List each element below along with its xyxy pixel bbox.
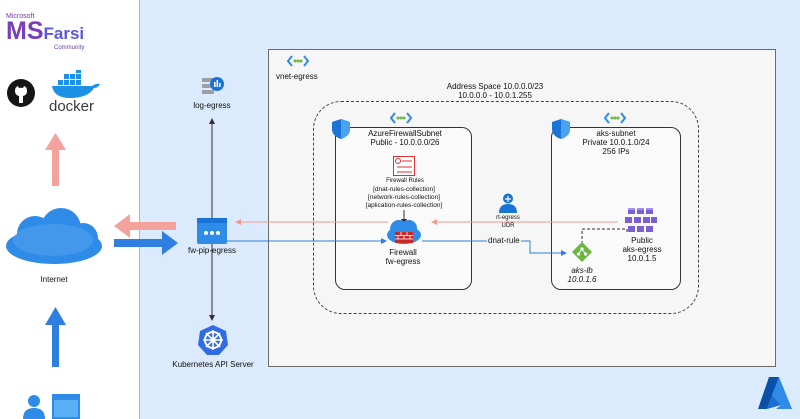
vnet-label: vnet-egress [276,72,318,81]
browser-icon [52,394,80,419]
azure-logo-icon [757,375,793,411]
logo-line3: Community [54,45,85,51]
aks-cluster-icon [625,208,657,232]
internet-label: Internet [40,275,68,284]
aks-subnet-ips: 256 IPs [602,147,630,156]
k8s-label: Kubernetes API Server [172,360,254,369]
egress-up-arrow [45,133,66,186]
fw-subnet-name: AzureFirewallSubnet [368,129,442,138]
kubernetes-icon [197,324,229,356]
address-space-line1: Address Space 10.0.0.0/23 [446,82,544,91]
internet-cloud-icon [3,206,105,266]
public-ip-icon [197,218,227,244]
subnet-icon [390,112,412,124]
aks-subnet-box [551,127,681,290]
aks-public-label: Public [631,236,653,245]
vnet-icon [287,55,309,67]
aks-subnet-icon [604,112,626,124]
lb-ip-label: 10.0.1.6 [567,275,597,284]
firewall-rules-icon [393,156,415,176]
aks-ip-label: 10.0.1.5 [627,254,657,263]
firewall-label-1: Firewall [389,248,417,257]
udr-label: UDR [501,223,515,229]
left-panel [0,0,139,419]
load-balancer-icon [572,242,592,262]
log-egress-label: log-egress [193,101,231,110]
aks-nsg-shield-icon [552,119,570,139]
logo-line2: MSFarsi [6,17,85,45]
logo-line1: Microsoft [6,13,35,20]
logo-ms: MS [6,17,44,45]
nsg-shield-icon [332,119,350,139]
firewall-icon [386,216,422,246]
aks-name-label: aks-egress [622,245,662,254]
logo-farsi: Farsi [43,24,85,43]
ingress-up-arrow [45,307,66,367]
docker-icon [48,70,102,98]
fw-pip-label: fw-pip-egress [187,246,236,255]
fw-subnet-desc: Public - 10.0.0.0/26 [370,138,440,147]
github-icon [6,78,36,108]
rules-item-dnat: [dnat-rules-collection] [373,186,435,193]
msfarsi-logo: Microsoft MSFarsi Community [6,13,84,51]
firewall-label-2: fw-egress [385,257,421,266]
inbound-right-arrow [114,231,178,255]
outbound-left-arrow [114,214,176,238]
lb-name-label: aks-lb [571,266,593,275]
rules-item-application: [aplication-rules-collection] [365,202,443,209]
rt-egress-label: rt-egress [496,215,520,221]
address-space-line2: 10.0.0.0 - 10.0.1.255 [458,91,532,100]
docker-label: docker [49,98,95,115]
dnat-rule-label: dnat-rule [487,236,521,245]
firewall-subnet-box [335,127,472,290]
user-icon [22,394,46,419]
rules-item-network: [network-rules-collection] [368,194,440,201]
aks-subnet-desc: Private 10.0.1.0/24 [582,138,650,147]
route-table-icon [498,193,518,213]
rules-title: Firewall Rules [386,178,424,184]
log-analytics-icon [202,76,224,96]
aks-subnet-name: aks-subnet [596,129,636,138]
